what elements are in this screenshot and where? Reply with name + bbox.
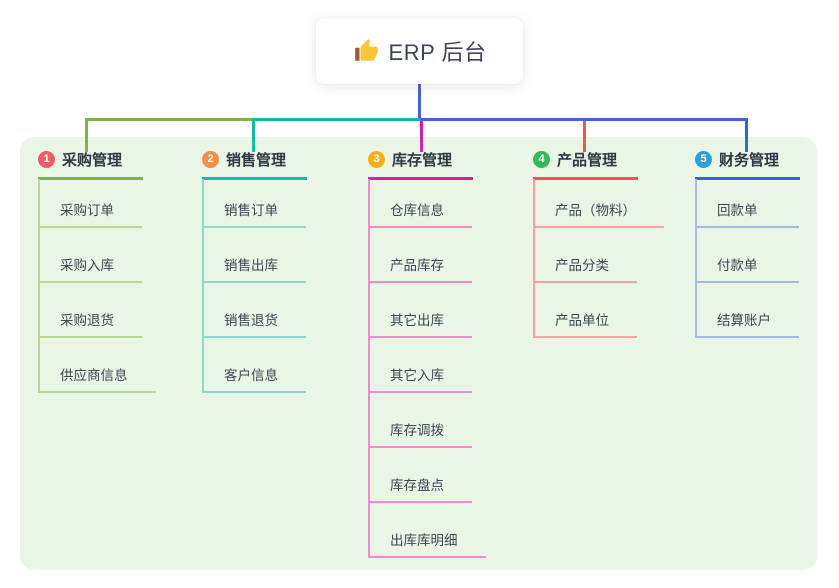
branch-column-2: 2 销售管理 销售订单销售出库销售退货客户信息 xyxy=(202,149,307,393)
child-node-label: 销售退货 xyxy=(224,313,278,328)
branch-number-badge: 1 xyxy=(38,151,55,168)
child-node[interactable]: 采购入库 xyxy=(40,228,142,283)
branch-title: 采购管理 xyxy=(62,152,123,169)
child-node[interactable]: 出库库明细 xyxy=(370,503,486,558)
branch-drop-line xyxy=(252,118,255,152)
bus-segment xyxy=(420,118,748,121)
child-node-label: 其它入库 xyxy=(390,368,444,383)
child-node-label: 产品分类 xyxy=(555,258,609,273)
branch-drop-line xyxy=(745,118,748,152)
branch-number-badge: 2 xyxy=(202,151,219,168)
child-node[interactable]: 产品库存 xyxy=(370,228,472,283)
branch-child-list: 采购订单采购入库采购退货供应商信息 xyxy=(38,179,156,393)
child-node[interactable]: 客户信息 xyxy=(204,338,306,393)
child-node-label: 采购入库 xyxy=(60,258,114,273)
child-node[interactable]: 销售退货 xyxy=(204,283,306,338)
child-node-label: 产品单位 xyxy=(555,313,609,328)
child-node[interactable]: 采购退货 xyxy=(40,283,142,338)
branch-number-badge: 3 xyxy=(368,151,385,168)
branch-column-1: 1 采购管理 采购订单采购入库采购退货供应商信息 xyxy=(38,149,156,393)
branch-title: 库存管理 xyxy=(392,152,453,169)
branch-heading[interactable]: 2 销售管理 xyxy=(202,149,307,180)
branch-number-badge: 5 xyxy=(695,151,712,168)
child-node[interactable]: 结算账户 xyxy=(697,283,799,338)
child-node[interactable]: 供应商信息 xyxy=(40,338,156,393)
branches-panel xyxy=(20,137,817,570)
child-node[interactable]: 销售出库 xyxy=(204,228,306,283)
child-node[interactable]: 其它入库 xyxy=(370,338,472,393)
child-node-label: 采购订单 xyxy=(60,203,114,218)
branch-number-badge: 4 xyxy=(533,151,550,168)
branch-drop-line xyxy=(85,118,88,152)
child-node[interactable]: 其它出库 xyxy=(370,283,472,338)
branch-column-4: 4 产品管理 产品（物料） 产品分类产品单位 xyxy=(533,149,664,338)
root-node-erp[interactable]: ERP 后台 xyxy=(316,18,523,84)
child-node[interactable]: 销售订单 xyxy=(204,179,306,228)
child-node[interactable]: 仓库信息 xyxy=(370,179,472,228)
branch-heading[interactable]: 3 库存管理 xyxy=(368,149,473,180)
child-node-label: 库存调拨 xyxy=(390,423,444,438)
child-node-label: 其它出库 xyxy=(390,313,444,328)
child-node[interactable]: 库存盘点 xyxy=(370,448,472,503)
root-node-label: ERP 后台 xyxy=(388,40,487,65)
child-node-label: 供应商信息 xyxy=(60,368,128,383)
branch-heading[interactable]: 4 产品管理 xyxy=(533,149,638,180)
bus-segment xyxy=(252,118,423,121)
child-node[interactable]: 产品分类 xyxy=(535,228,637,283)
child-node-label: 销售出库 xyxy=(224,258,278,273)
branch-title: 财务管理 xyxy=(719,152,780,169)
root-stem-line xyxy=(418,84,421,120)
child-node-label: 客户信息 xyxy=(224,368,278,383)
child-node-label: 采购退货 xyxy=(60,313,114,328)
branch-heading[interactable]: 1 采购管理 xyxy=(38,149,143,180)
branch-child-list: 产品（物料） 产品分类产品单位 xyxy=(533,179,664,338)
child-node-label: 结算账户 xyxy=(717,313,771,328)
child-node[interactable]: 付款单 xyxy=(697,228,799,283)
child-node[interactable]: 产品（物料） xyxy=(535,179,664,228)
branch-column-5: 5 财务管理 回款单付款单结算账户 xyxy=(695,149,800,338)
child-node-label: 产品库存 xyxy=(390,258,444,273)
child-node[interactable]: 采购订单 xyxy=(40,179,142,228)
branch-title: 产品管理 xyxy=(557,152,618,169)
child-node-label: 回款单 xyxy=(717,203,758,218)
branch-drop-line xyxy=(420,118,423,152)
child-node-label: 出库库明细 xyxy=(390,533,458,548)
child-node-label: 仓库信息 xyxy=(390,203,444,218)
bus-segment xyxy=(85,118,255,121)
branch-drop-line xyxy=(583,118,586,152)
branch-child-list: 仓库信息产品库存其它出库其它入库库存调拨库存盘点出库库明细 xyxy=(368,179,486,558)
child-node-label: 销售订单 xyxy=(224,203,278,218)
branch-child-list: 销售订单销售出库销售退货客户信息 xyxy=(202,179,306,393)
child-node-label: 库存盘点 xyxy=(390,478,444,493)
branch-title: 销售管理 xyxy=(226,152,287,169)
thumbs-up-icon xyxy=(354,39,378,61)
child-node[interactable]: 回款单 xyxy=(697,179,799,228)
branch-heading[interactable]: 5 财务管理 xyxy=(695,149,800,180)
branch-child-list: 回款单付款单结算账户 xyxy=(695,179,799,338)
child-node[interactable]: 产品单位 xyxy=(535,283,637,338)
child-node-label: 付款单 xyxy=(717,258,758,273)
branch-column-3: 3 库存管理 仓库信息产品库存其它出库其它入库库存调拨库存盘点出库库明细 xyxy=(368,149,486,558)
child-node[interactable]: 库存调拨 xyxy=(370,393,472,448)
child-node-label: 产品（物料） xyxy=(555,203,636,218)
